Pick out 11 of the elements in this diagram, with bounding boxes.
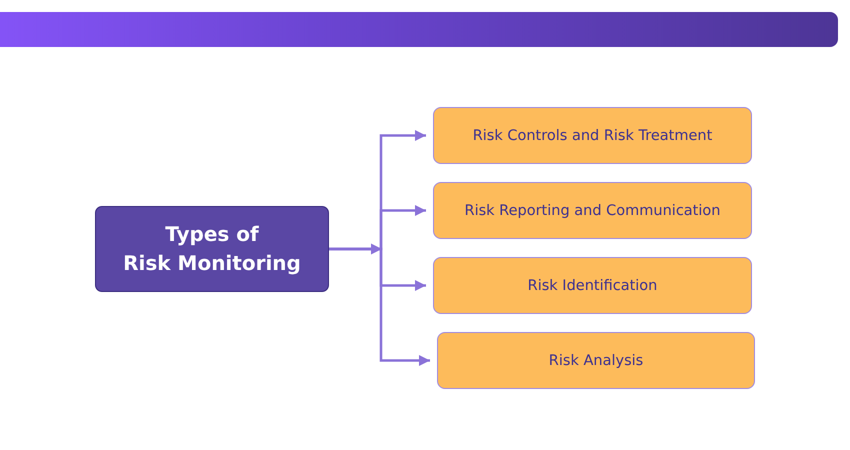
category-box [437, 332, 755, 389]
category-label: Risk Controls and Risk Treatment [472, 126, 714, 144]
category-label: Risk Reporting and Communication [464, 202, 722, 220]
topic-title: Types of Risk Monitoring [123, 221, 301, 277]
topic-box [95, 206, 329, 292]
category-label: Risk Analysis [548, 352, 644, 370]
category-box [433, 257, 752, 314]
category-box [433, 107, 752, 164]
category-box [433, 182, 752, 239]
category-label: Risk Identification [526, 276, 658, 294]
arrow [329, 244, 382, 254]
